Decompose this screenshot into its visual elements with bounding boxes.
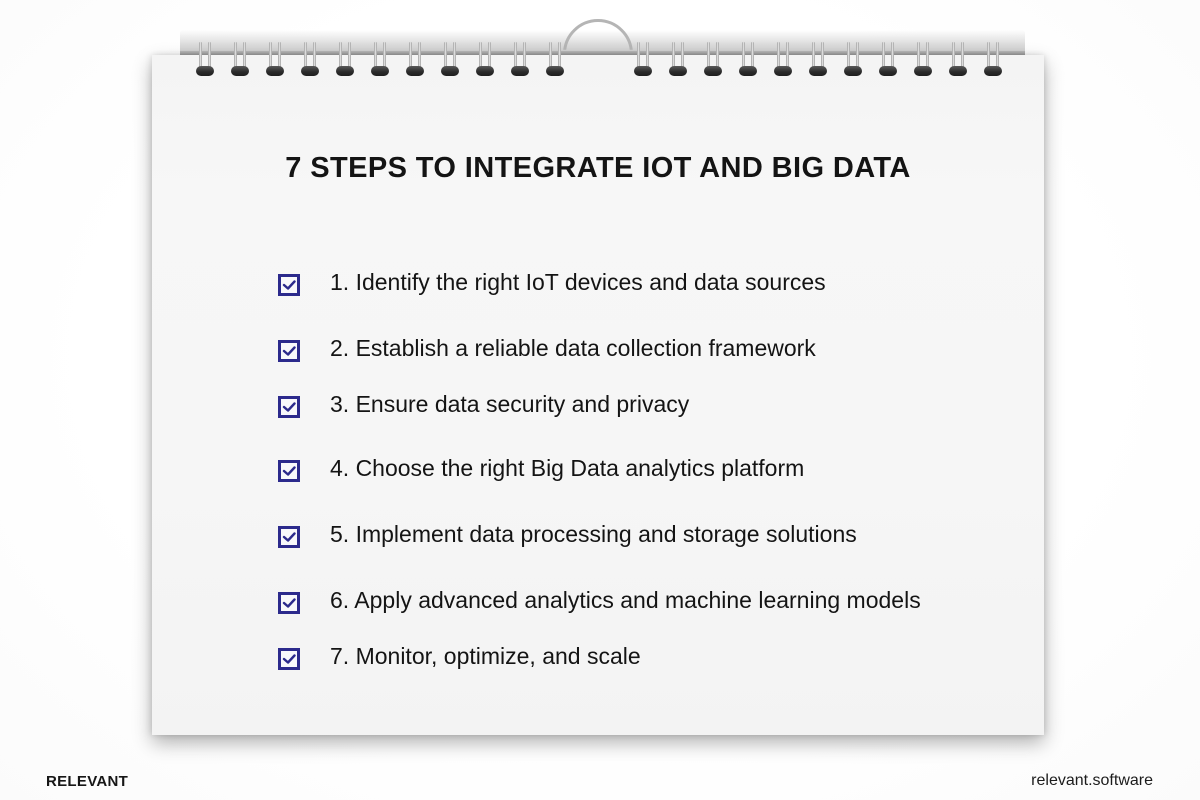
spiral-ring-icon <box>669 42 687 80</box>
checked-checkbox-icon <box>278 648 300 670</box>
step-label: 2. Establish a reliable data collection … <box>330 335 816 361</box>
step-label: 7. Monitor, optimize, and scale <box>330 643 641 669</box>
notepad-page <box>152 55 1044 735</box>
spiral-ring-icon <box>774 42 792 80</box>
step-item: 6. Apply advanced analytics and machine … <box>278 576 998 624</box>
spiral-ring-icon <box>914 42 932 80</box>
spiral-ring-icon <box>879 42 897 80</box>
spiral-ring-icon <box>266 42 284 80</box>
steps-list: 1. Identify the right IoT devices and da… <box>278 258 998 696</box>
step-label: 5. Implement data processing and storage… <box>330 521 857 547</box>
step-item: 5. Implement data processing and storage… <box>278 510 998 558</box>
brand-logo: RELEVANT <box>46 773 129 790</box>
checked-checkbox-icon <box>278 396 300 418</box>
step-item: 7. Monitor, optimize, and scale <box>278 642 998 670</box>
checked-checkbox-icon <box>278 274 300 296</box>
spiral-ring-icon <box>406 42 424 80</box>
step-item: 4. Choose the right Big Data analytics p… <box>278 444 998 492</box>
spiral-ring-icon <box>949 42 967 80</box>
spiral-ring-icon <box>371 42 389 80</box>
checked-checkbox-icon <box>278 526 300 548</box>
spiral-ring-icon <box>704 42 722 80</box>
spiral-ring-icon <box>984 42 1002 80</box>
spiral-ring-icon <box>511 42 529 80</box>
step-item: 3. Ensure data security and privacy <box>278 390 998 418</box>
spiral-ring-icon <box>231 42 249 80</box>
spiral-ring-icon <box>441 42 459 80</box>
checked-checkbox-icon <box>278 340 300 362</box>
checked-checkbox-icon <box>278 592 300 614</box>
spiral-ring-icon <box>809 42 827 80</box>
brand-url: relevant.software <box>1031 772 1153 789</box>
spiral-ring-icon <box>336 42 354 80</box>
checked-checkbox-icon <box>278 460 300 482</box>
binding-rail <box>180 51 1025 55</box>
infographic-title: 7 STEPS TO INTEGRATE IOT AND BIG DATA <box>285 152 911 184</box>
step-item: 1. Identify the right IoT devices and da… <box>278 258 998 306</box>
spiral-ring-icon <box>739 42 757 80</box>
step-label: 4. Choose the right Big Data analytics p… <box>330 455 805 481</box>
step-label: 3. Ensure data security and privacy <box>330 391 690 417</box>
spiral-ring-icon <box>196 42 214 80</box>
spiral-ring-icon <box>844 42 862 80</box>
spiral-ring-icon <box>476 42 494 80</box>
spiral-ring-icon <box>546 42 564 80</box>
step-item: 2. Establish a reliable data collection … <box>278 324 998 372</box>
step-label: 1. Identify the right IoT devices and da… <box>330 269 826 295</box>
step-label: 6. Apply advanced analytics and machine … <box>330 587 921 613</box>
spiral-ring-icon <box>634 42 652 80</box>
spiral-ring-icon <box>301 42 319 80</box>
